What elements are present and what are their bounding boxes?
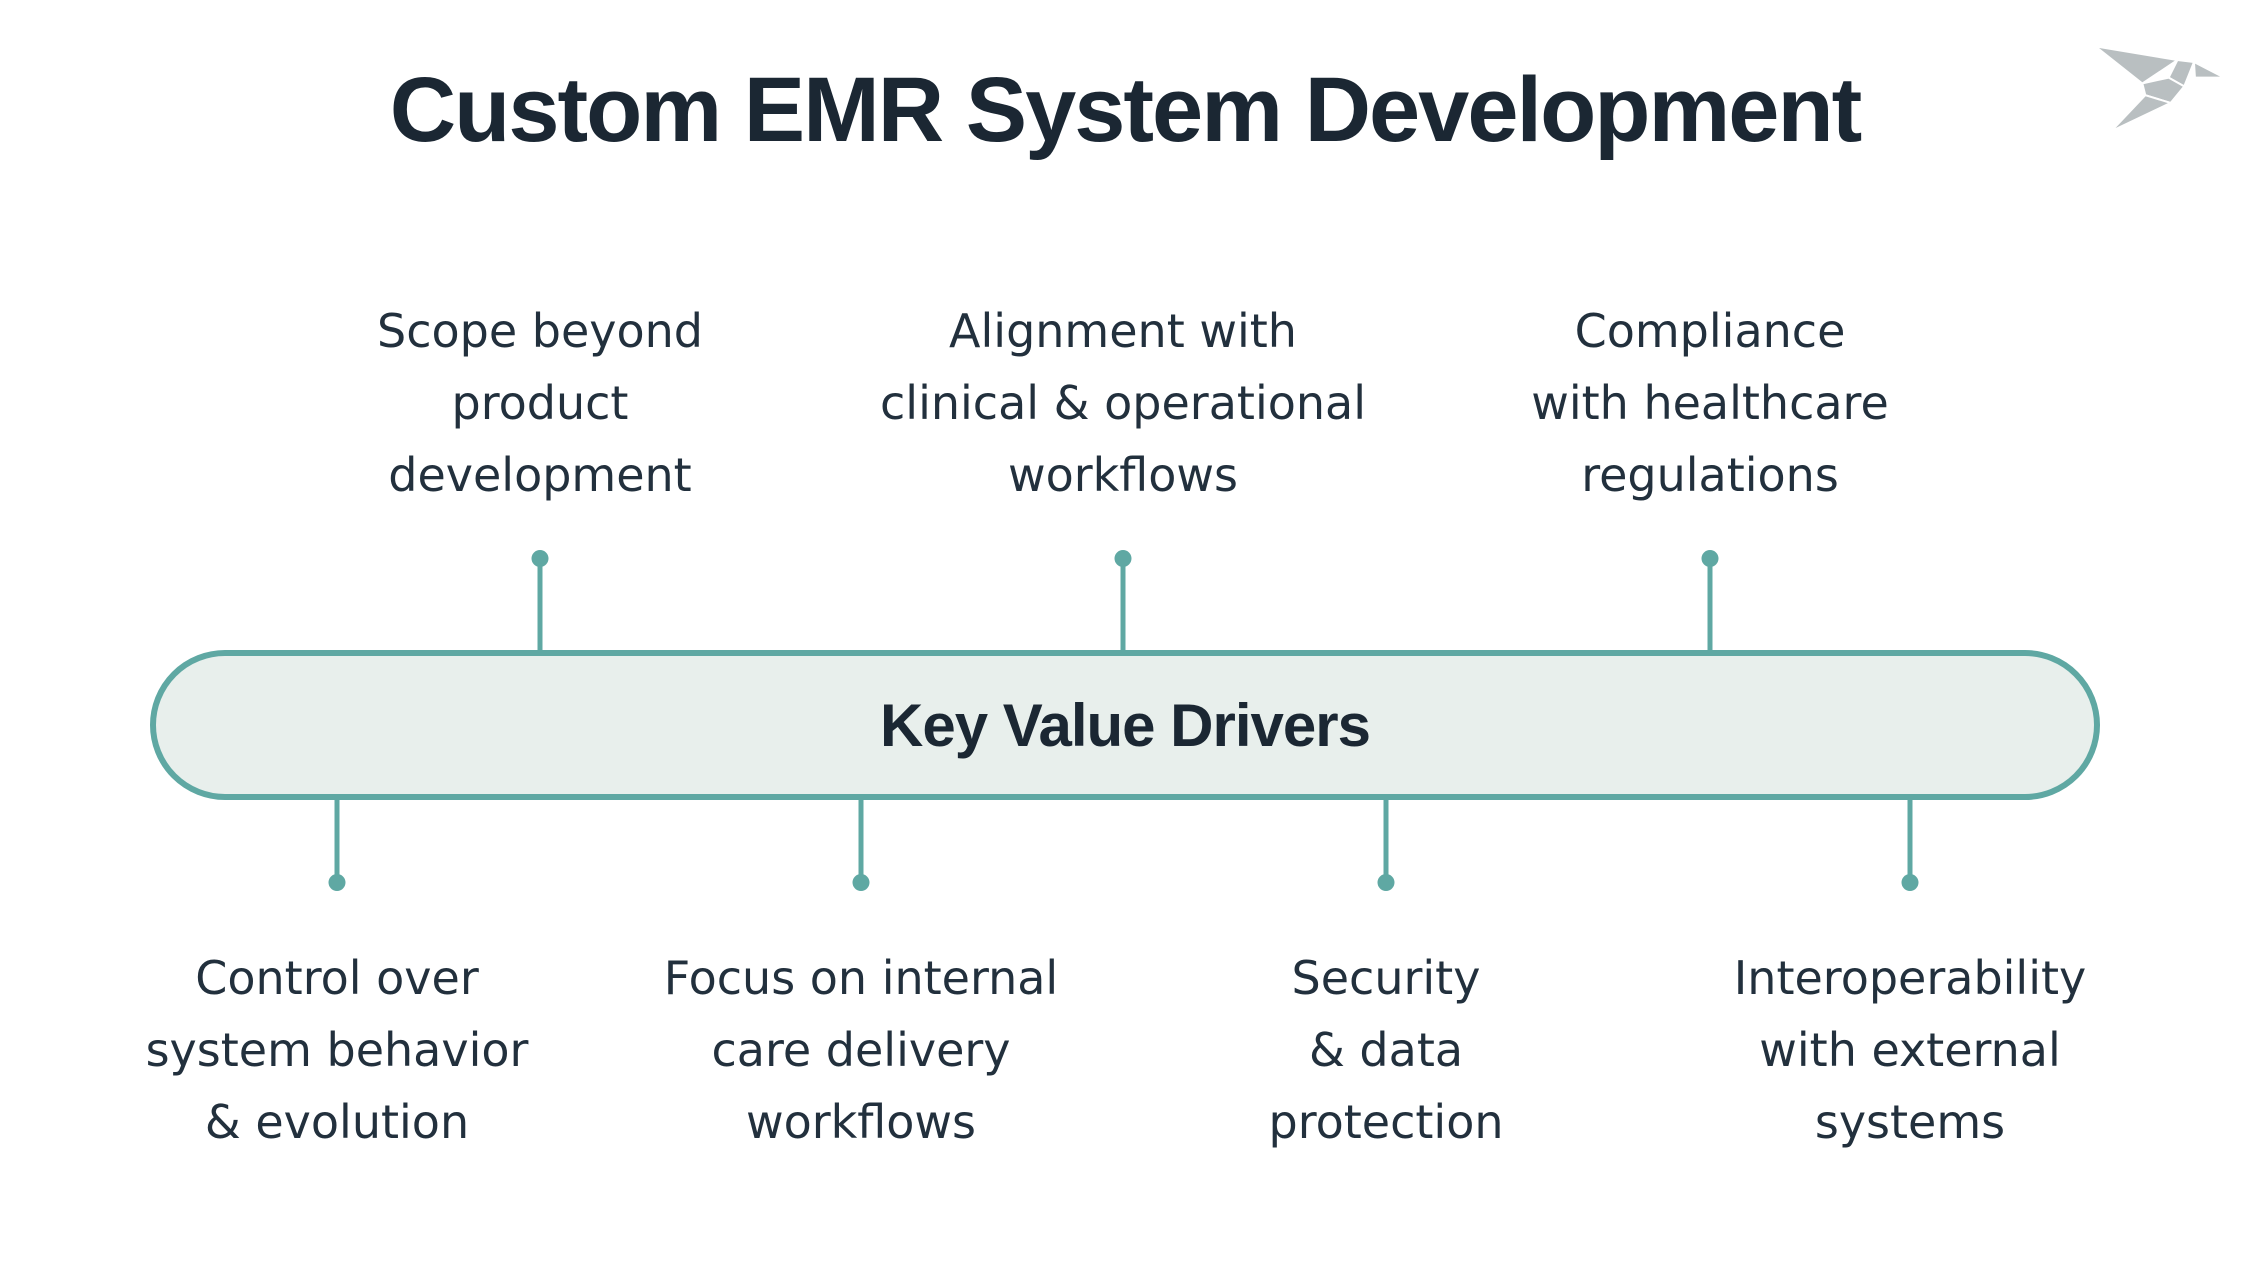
connector-line <box>1907 800 1913 876</box>
connector-bottom-2 <box>852 800 870 891</box>
connector-dot <box>1377 874 1395 891</box>
bottom-driver-label-4: Interoperability with external systems <box>1733 951 2087 1149</box>
connector-dot <box>852 874 870 891</box>
connector-top-2 <box>1114 550 1132 653</box>
connector-line <box>1120 565 1126 653</box>
bottom-driver-label-1: Control over system behavior & evolution <box>145 951 529 1149</box>
connector-top-3 <box>1701 550 1719 653</box>
top-driver-label-3: Compliance with healthcare regulations <box>1531 304 1889 502</box>
connector-line <box>858 800 864 876</box>
connector-bottom-4 <box>1901 800 1919 891</box>
origami-bird-icon <box>2094 45 2226 133</box>
connector-bottom-1 <box>328 800 346 891</box>
connector-dot <box>1701 550 1719 567</box>
top-driver-label-2: Alignment with clinical & operational wo… <box>880 304 1366 502</box>
connector-line <box>1383 800 1389 876</box>
connector-dot <box>1901 874 1919 891</box>
connector-dot <box>531 550 549 567</box>
connector-top-1 <box>531 550 549 653</box>
bird-beak-facet <box>2193 61 2226 79</box>
connector-line <box>1707 565 1713 653</box>
bird-tail-facet <box>2110 94 2172 133</box>
bottom-driver-label-2: Focus on internal care delivery workflow… <box>663 951 1059 1149</box>
bottom-driver-label-3: Security & data protection <box>1268 951 1504 1149</box>
connector-line <box>537 565 543 653</box>
pill-label: Key Value Drivers <box>880 691 1371 759</box>
connector-dot <box>328 874 346 891</box>
connector-dot <box>1114 550 1132 567</box>
connector-bottom-3 <box>1377 800 1395 891</box>
key-value-drivers-pill: Key Value Drivers <box>150 650 2100 800</box>
connector-line <box>334 800 340 876</box>
page-title: Custom EMR System Development <box>389 59 1863 161</box>
bird-wing-facet <box>2094 45 2179 85</box>
top-driver-label-1: Scope beyond product development <box>377 304 703 502</box>
